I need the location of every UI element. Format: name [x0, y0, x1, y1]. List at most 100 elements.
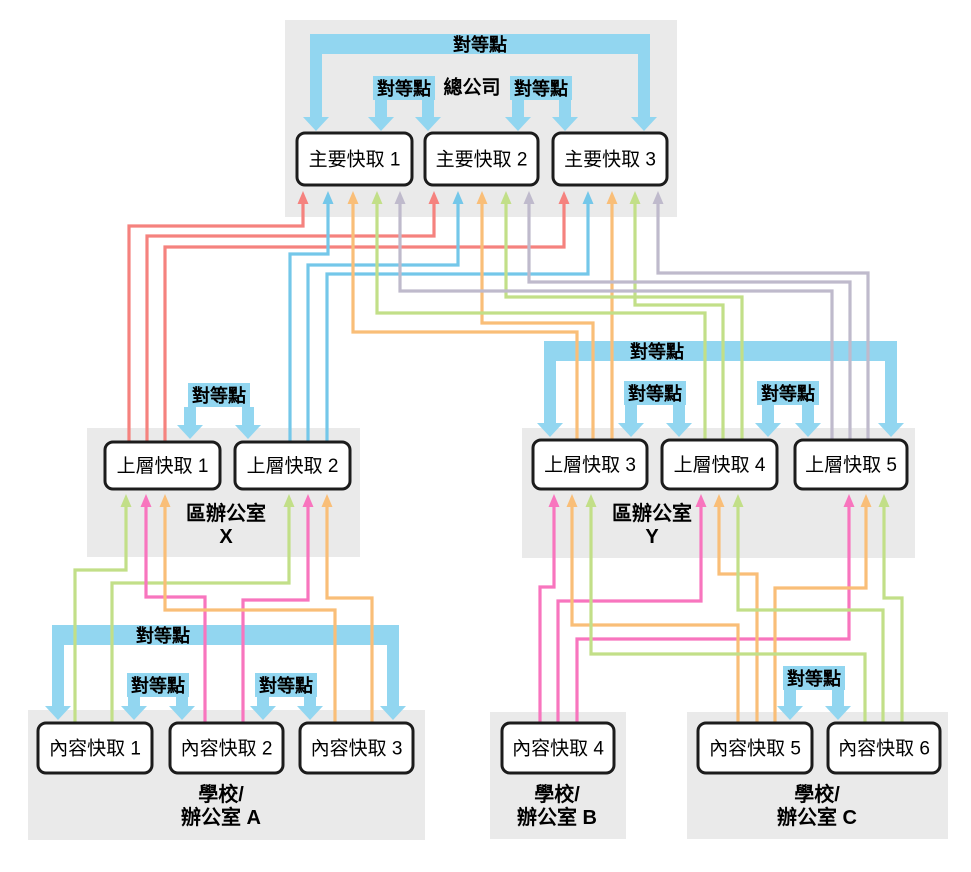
peer-band	[544, 341, 897, 361]
connector-content-2-to-upper-1	[140, 494, 207, 723]
peer-label-bg	[783, 666, 845, 690]
connector-arrowhead-icon	[283, 494, 295, 507]
node-content-cache-1	[36, 721, 154, 775]
peer-label-hq-peer-tag-right: 對等點	[514, 78, 568, 99]
connector-arrowhead-icon	[500, 191, 512, 204]
peer-arrowhead-icon	[878, 423, 904, 437]
peer-arrowhead-icon	[552, 117, 578, 131]
node-label-upper-cache-2: 上層快取 2	[247, 455, 339, 477]
connector-upper-5-to-primary-2	[523, 191, 852, 440]
node-box	[168, 721, 285, 775]
peer-arrow-stem	[638, 54, 650, 117]
peer-label-bg	[255, 673, 317, 697]
peer-arrowhead-icon	[121, 706, 147, 720]
node-label-upper-cache-4: 上層快取 4	[674, 454, 766, 476]
connector-line	[504, 203, 744, 440]
node-upper-cache-4	[660, 438, 779, 491]
connector-arrowhead-icon	[843, 494, 855, 507]
node-label-primary-cache-2: 主要快取 2	[436, 149, 528, 171]
connector-line	[325, 203, 590, 442]
connector-upper-4-to-primary-1	[371, 191, 707, 440]
peer-arrowhead-icon	[755, 423, 781, 437]
peer-arrow-stem	[387, 645, 399, 706]
peer-bridge-hq-peer-band	[303, 34, 657, 131]
connector-arrowhead-icon	[322, 191, 334, 204]
connector-arrowhead-icon	[428, 191, 440, 204]
connector-upper-3-to-primary-3	[606, 191, 618, 440]
peer-arrow-stem	[422, 100, 434, 117]
connector-line	[325, 506, 374, 723]
connector-arrowhead-icon	[120, 494, 132, 507]
node-primary-cache-3	[551, 131, 669, 187]
connector-line	[145, 203, 436, 442]
connector-arrowhead-icon	[860, 494, 872, 507]
peer-label-bg	[188, 383, 250, 407]
connector-line	[73, 506, 128, 723]
connector-content-4-to-upper-3	[538, 494, 560, 723]
node-box	[793, 438, 909, 491]
connector-line	[398, 203, 834, 440]
connector-line	[527, 203, 852, 440]
peer-arrowhead-icon	[825, 706, 851, 720]
node-box	[531, 438, 649, 491]
connector-arrowhead-icon	[140, 494, 152, 507]
peer-arrow-stem	[832, 690, 844, 706]
connector-line	[480, 203, 595, 440]
connector-line	[575, 506, 851, 723]
connector-upper-3-to-primary-1	[347, 191, 579, 440]
peer-label-hq-peer-band: 對等點	[453, 34, 507, 55]
connector-content-6-to-upper-4	[732, 494, 885, 723]
connector-upper-1-to-primary-1	[127, 191, 309, 442]
peer-label-y-peer-tag-right: 對等點	[761, 383, 815, 404]
connector-line	[163, 203, 566, 442]
connector-arrowhead-icon	[523, 191, 535, 204]
connector-arrowhead-icon	[566, 494, 578, 507]
connector-arrowhead-icon	[606, 191, 618, 204]
node-upper-cache-3	[531, 438, 649, 491]
region-label-school-office-c-line1: 學校/	[794, 782, 840, 806]
connector-arrowhead-icon	[302, 494, 314, 507]
peer-label-x-peer-tag: 對等點	[192, 385, 246, 406]
node-box	[696, 721, 814, 775]
connector-arrowhead-icon	[452, 191, 464, 204]
node-box	[500, 721, 616, 775]
connector-line	[375, 203, 707, 440]
connector-upper-5-to-primary-3	[652, 191, 870, 440]
node-box	[660, 438, 779, 491]
peer-arrow-stem	[762, 405, 774, 423]
peer-label-a-peer-tag-left: 對等點	[131, 675, 185, 696]
peer-arrow-stem	[559, 100, 571, 117]
connector-arrowhead-icon	[713, 494, 725, 507]
peer-label-bg	[510, 76, 572, 100]
connector-arrowhead-icon	[347, 191, 359, 204]
peer-bridge-a-peer-band	[45, 625, 406, 720]
peer-bridge-a-peer-tag-left	[121, 673, 195, 720]
node-box	[298, 721, 415, 775]
connector-upper-3-to-primary-2	[476, 191, 595, 440]
connector-line	[127, 203, 305, 442]
peer-bridge-c-peer-tag	[777, 666, 851, 720]
node-box	[36, 721, 154, 775]
node-label-content-cache-2: 內容快取 2	[181, 738, 273, 760]
node-primary-cache-2	[423, 131, 540, 187]
node-label-content-cache-1: 內容快取 1	[49, 738, 141, 760]
node-content-cache-2	[168, 721, 285, 775]
connector-content-2-to-upper-2	[241, 494, 314, 723]
peer-label-bg	[127, 673, 189, 697]
connector-content-4-to-upper-5	[575, 494, 855, 723]
node-content-cache-5	[696, 721, 814, 775]
peer-bridge-y-peer-tag-right	[755, 381, 821, 437]
connector-arrowhead-icon	[558, 191, 570, 204]
connector-line	[288, 203, 330, 442]
connector-arrowhead-icon	[476, 191, 488, 204]
peer-bridge-y-peer-tag-left	[618, 381, 692, 437]
node-label-content-cache-6: 內容快取 6	[838, 738, 930, 760]
peer-arrowhead-icon	[250, 706, 276, 720]
connector-line	[241, 506, 310, 723]
connector-upper-4-to-primary-2	[500, 191, 744, 440]
connector-arrowhead-icon	[878, 494, 890, 507]
peer-label-c-peer-tag: 對等點	[787, 668, 841, 689]
peer-arrowhead-icon	[505, 117, 531, 131]
